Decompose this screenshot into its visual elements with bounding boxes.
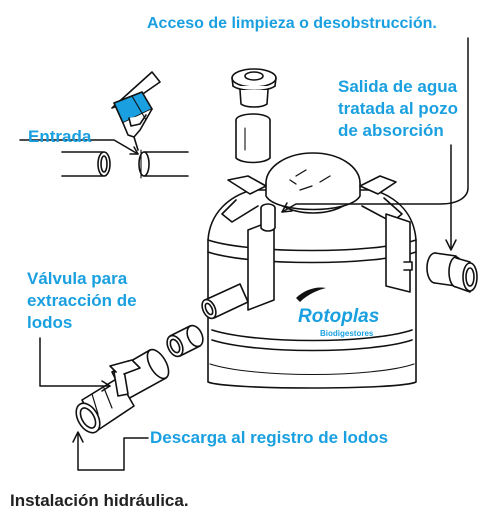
arrow-icon [281,37,469,213]
label-cleaning-access: Acceso de limpieza o desobstrucción. [147,15,437,32]
label-valve-line-1: Válvula para [27,269,128,288]
sludge-pipe-icon [75,283,249,434]
access-plug-icon [231,68,277,164]
arrow-icon [281,202,293,213]
arrow-icon [101,380,111,392]
arrow-icon [445,239,457,251]
label-valve-line-3: lodos [27,313,73,332]
label-outlet-line-2: tratada al pozo [338,99,458,118]
arrow-icon [39,337,111,387]
brand-product: Biodigestores [320,329,374,338]
inlet-pipe-icon [61,149,189,179]
label-valve: Válvula para extracción de lodos [27,268,137,334]
label-outlet: Salida de agua tratada al pozo de absorc… [338,76,458,142]
label-inlet: Entrada [28,127,92,146]
outlet-coupling-icon [426,252,478,293]
arrow-icon [19,139,139,155]
biodigester-tank: Rotoplas Biodigestores [207,152,417,389]
brand-name: Rotoplas [298,306,379,327]
glue-tube-icon [111,71,161,151]
label-outlet-line-1: Salida de agua [338,77,458,96]
arrow-icon [77,433,149,471]
arrow-icon [129,146,139,155]
label-discharge: Descarga al registro de lodos [150,428,389,447]
callout-arrows [19,37,469,471]
label-outlet-line-3: de absorción [338,121,444,140]
arrow-icon [72,431,84,443]
label-valve-line-2: extracción de [27,291,137,310]
figure-caption: Instalación hidráulica. [10,491,189,510]
rotoplas-logo: Rotoplas Biodigestores [296,287,379,338]
